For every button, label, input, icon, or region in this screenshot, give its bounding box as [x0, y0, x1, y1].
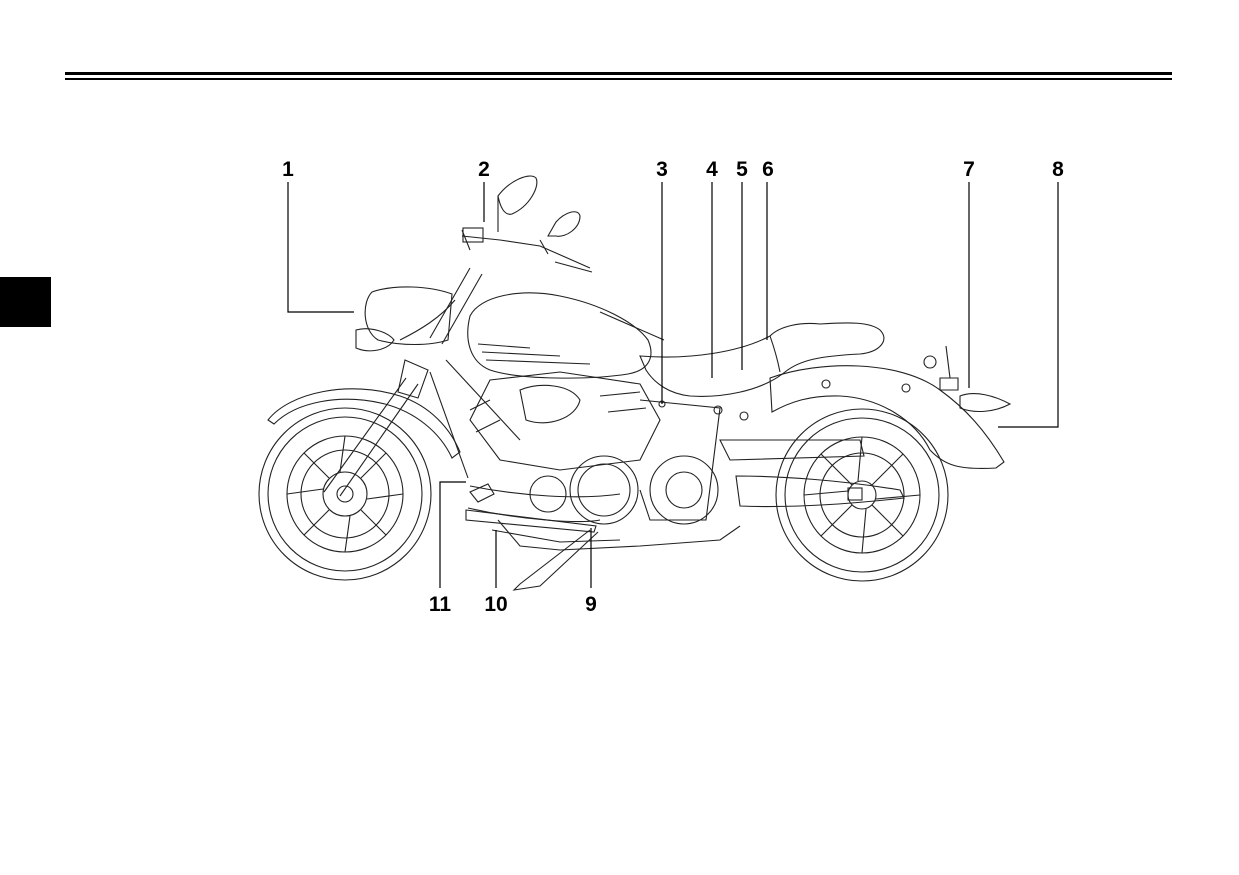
headlight	[364, 286, 453, 345]
front-fork	[323, 267, 483, 497]
callout-11: 11	[429, 593, 452, 616]
engine	[469, 371, 749, 525]
header-rule-thick	[65, 72, 1172, 75]
callout-9: 9	[585, 593, 597, 616]
leader-lines	[287, 182, 1059, 588]
right-mirror	[547, 211, 581, 237]
leader-8	[998, 182, 1059, 428]
leader-1	[287, 182, 354, 313]
header-rule-thin	[65, 78, 1172, 80]
callout-3: 3	[656, 158, 668, 181]
motorcycle-drawing	[258, 175, 1012, 591]
rear-wheel	[775, 408, 949, 582]
callout-10: 10	[484, 593, 507, 616]
front-fender	[267, 388, 461, 459]
handlebar	[461, 235, 591, 269]
rear-turn-signal	[959, 393, 1012, 413]
chapter-tab	[0, 277, 51, 327]
leader-11	[439, 481, 466, 588]
fuel-tank	[467, 292, 652, 379]
footboard	[465, 509, 597, 533]
callout-7: 7	[963, 158, 975, 181]
callout-1: 1	[282, 158, 294, 181]
callout-numbers: 1 2 3 4 5 6 7 8 9 10 11	[282, 158, 1064, 616]
sidestand	[512, 529, 599, 591]
callout-6: 6	[762, 158, 774, 181]
callout-5: 5	[736, 158, 748, 181]
left-mirror	[497, 175, 538, 232]
frame	[429, 311, 665, 479]
callout-8: 8	[1052, 158, 1064, 181]
rear-fender	[769, 365, 1005, 469]
callout-4: 4	[706, 158, 718, 181]
exhaust	[467, 485, 621, 523]
front-wheel	[258, 407, 432, 581]
swingarm	[735, 475, 905, 508]
callout-2: 2	[478, 158, 490, 181]
seat	[639, 322, 885, 397]
